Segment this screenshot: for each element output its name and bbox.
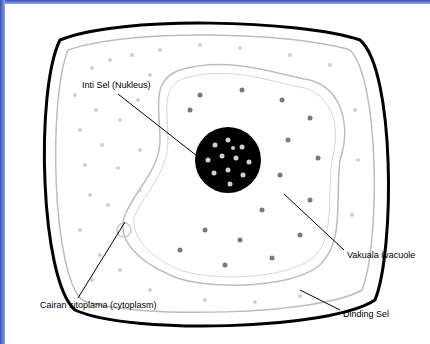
- leader-lines: [78, 94, 344, 310]
- cytoplasm-granules: [73, 43, 360, 304]
- nucleus-label: Inti Sel (Nukleus): [82, 80, 151, 91]
- small-vacuole: [117, 223, 131, 237]
- vacuole-granules: [178, 88, 321, 268]
- cell-wall-label: Dinding Sel: [343, 309, 389, 320]
- cytoplasm-label: Cairan sitoplama (cytoplasm): [40, 300, 157, 311]
- slide-border: [0, 0, 430, 4]
- nucleus: [195, 127, 261, 193]
- cell-membrane: [56, 35, 375, 312]
- vacuole: [123, 65, 345, 286]
- nucleus-granules: [206, 138, 252, 187]
- slide-border: [0, 0, 5, 344]
- vacuole-label: Vakuala (vacuole: [347, 250, 415, 261]
- vacuole-inner: [134, 73, 336, 277]
- cell-wall: [44, 23, 388, 326]
